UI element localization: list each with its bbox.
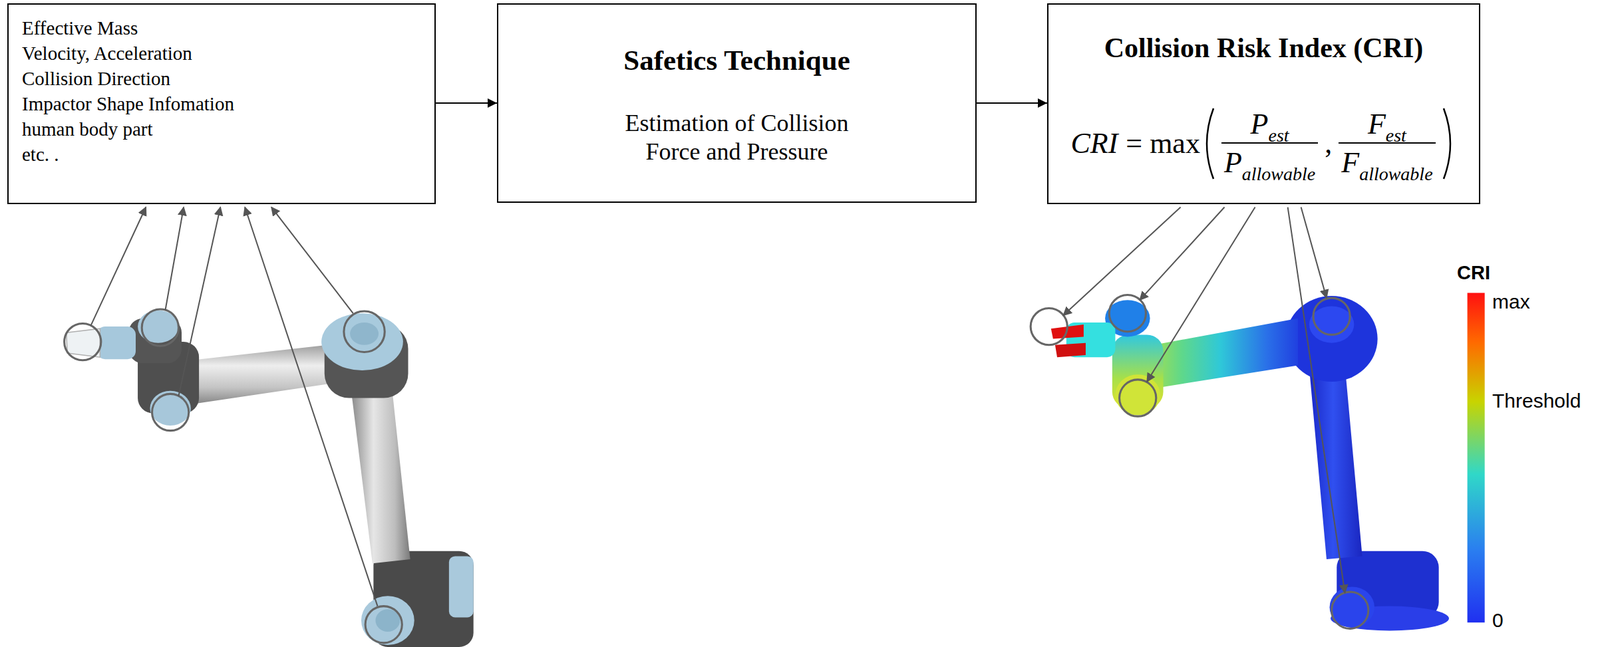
numerator: Pest xyxy=(1248,107,1292,142)
parenthesis xyxy=(1439,106,1457,181)
scale-label: 0 xyxy=(1492,609,1504,633)
scale-label: Threshold xyxy=(1492,389,1581,413)
denominator: Pallowable xyxy=(1221,146,1318,180)
legend-title: CRI xyxy=(1456,261,1491,285)
fraction: FestFallowable xyxy=(1338,107,1436,180)
list-item: Velocity, Acceleration xyxy=(21,40,422,66)
box-title: Collision Risk Index (CRI) xyxy=(1104,31,1424,64)
color-bar xyxy=(1467,292,1485,623)
connector-arrow xyxy=(435,102,497,104)
parenthesis xyxy=(1200,106,1218,181)
box-body: Estimation of Collision Force and Pressu… xyxy=(577,109,897,167)
scale-label: max xyxy=(1492,290,1531,314)
list-item: Impactor Shape Infomation xyxy=(21,91,422,117)
subscript: est xyxy=(1385,125,1407,146)
robot-photo xyxy=(66,310,474,647)
parenthesis-stroke xyxy=(1443,108,1451,179)
variable: F xyxy=(1367,107,1386,142)
highlight-circles xyxy=(1030,295,1369,630)
subscript: allowable xyxy=(1359,164,1433,185)
list-item: Collision Direction xyxy=(21,65,422,92)
variable: P xyxy=(1250,107,1269,142)
denominator: Fallowable xyxy=(1338,146,1436,180)
connector-arrow xyxy=(976,102,1048,104)
leader-lines xyxy=(91,207,378,607)
list-item: etc. . xyxy=(21,141,422,167)
variable: F xyxy=(1341,146,1360,180)
fraction: PestPallowable xyxy=(1221,107,1318,180)
numerator: Fest xyxy=(1365,107,1410,142)
formula: CRI= maxPestPallowable,FestFallowable xyxy=(1070,106,1457,181)
subscript: est xyxy=(1268,125,1289,146)
process-box: Effective MassVelocity, AccelerationColl… xyxy=(7,3,436,205)
list-item: Effective Mass xyxy=(21,15,422,41)
robot-heatmap xyxy=(1051,296,1449,631)
comma: , xyxy=(1324,127,1332,161)
highlight-circles xyxy=(64,309,403,644)
box-title: Safetics Technique xyxy=(623,43,850,78)
list-item: human body part xyxy=(21,116,422,142)
parenthesis-stroke xyxy=(1206,108,1214,179)
formula-operator: = max xyxy=(1125,127,1201,161)
process-box: Collision Risk Index (CRI)CRI= maxPestPa… xyxy=(1047,3,1481,205)
process-box: Safetics TechniqueEstimation of Collisio… xyxy=(496,3,977,203)
variable: P xyxy=(1224,146,1243,180)
subscript: allowable xyxy=(1242,164,1316,185)
leader-lines xyxy=(1063,207,1345,594)
formula-symbol: CRI xyxy=(1070,127,1118,161)
